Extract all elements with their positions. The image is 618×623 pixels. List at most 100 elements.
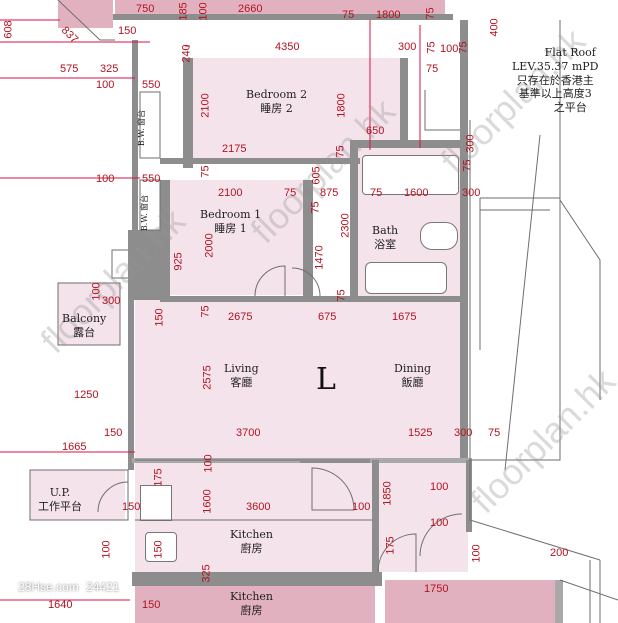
wall-left-upper <box>132 40 138 240</box>
dim-3600: 3600 <box>246 501 271 513</box>
dim-100i: 100 <box>100 540 113 559</box>
flat-roof-line4: 基準以上高度3 <box>518 87 592 101</box>
flat-roof-line3: 只存在於香港主 <box>516 73 594 87</box>
wall-kitchen-right <box>372 460 379 572</box>
dim-1250: 1250 <box>74 389 99 401</box>
dim-1750: 1750 <box>424 583 449 595</box>
kitchen-sink <box>145 532 177 562</box>
dim-150a: 150 <box>118 25 137 37</box>
dim-675: 675 <box>318 311 337 323</box>
dim-3700: 3700 <box>236 427 261 439</box>
up-label: U.P.工作平台 <box>38 486 82 513</box>
dim-200: 200 <box>550 547 569 559</box>
dim-75g: 75 <box>461 159 474 172</box>
dim-1525: 1525 <box>408 427 433 439</box>
dim-1675: 1675 <box>392 311 417 323</box>
bedroom1-area <box>170 180 305 295</box>
dim-2100b: 2100 <box>218 187 243 199</box>
site-brand-name: 28Hse.com <box>18 580 79 594</box>
dim-75a: 75 <box>342 9 355 21</box>
dim-75j: 75 <box>309 201 322 214</box>
lower-right-area <box>385 580 560 623</box>
dim-75h: 75 <box>284 187 297 199</box>
wall-bedroom2-left <box>183 58 193 168</box>
dim-100c: 100 <box>96 79 115 91</box>
dim-75c: 75 <box>425 41 438 54</box>
dim-100g: 100 <box>430 481 449 493</box>
toilet <box>420 222 458 250</box>
dim-100a: 100 <box>197 2 210 21</box>
dim-75i: 75 <box>370 187 383 199</box>
dim-2575: 2575 <box>201 365 214 390</box>
dim-1800: 1800 <box>376 9 401 21</box>
dim-2300: 2300 <box>339 213 352 238</box>
dim-100h: 100 <box>352 501 371 513</box>
dim-185: 185 <box>177 2 190 21</box>
dim-240: 240 <box>180 44 193 63</box>
wall-top <box>113 14 453 20</box>
dim-1470: 1470 <box>313 245 326 270</box>
dim-400: 400 <box>488 18 501 37</box>
dim-300e: 300 <box>454 427 473 439</box>
flat-roof-line2: LEV.35.37 mPD <box>512 59 599 73</box>
wall-far-right <box>555 580 563 623</box>
dim-150f: 150 <box>142 599 161 611</box>
wall-right <box>460 20 468 460</box>
dim-2675: 2675 <box>228 311 253 323</box>
dim-1850: 1850 <box>381 481 394 506</box>
dim-925: 925 <box>172 252 185 271</box>
dim-300d: 300 <box>102 295 121 307</box>
dim-1600b: 1600 <box>201 489 214 514</box>
dim-100j: 100 <box>430 517 449 529</box>
living-dining-area <box>135 298 462 458</box>
flat-roof-line5: 之平台 <box>553 101 587 114</box>
dim-75b: 75 <box>424 7 437 20</box>
dim-550b: 550 <box>142 173 161 185</box>
dim-575: 575 <box>60 63 79 75</box>
dim-175a: 175 <box>152 468 165 487</box>
dim-1665: 1665 <box>62 441 87 453</box>
wall-bedroom-divider <box>160 158 360 164</box>
wall-bedroom1-right <box>303 180 313 298</box>
top-strip-room <box>115 0 445 16</box>
dim-175b: 175 <box>384 536 397 555</box>
site-brand: 28Hse.com 24421 <box>18 580 119 594</box>
dim-100d: 100 <box>96 173 115 185</box>
dim-100k: 100 <box>470 544 483 563</box>
dim-300a: 300 <box>398 41 417 53</box>
dim-325b: 325 <box>200 564 213 583</box>
dim-100f: 100 <box>202 454 215 473</box>
entry-area <box>378 460 468 572</box>
wall-bath-left <box>350 148 358 300</box>
bay-window-label-2: B.W. 窗台 <box>140 194 150 232</box>
dim-605: 605 <box>310 166 323 185</box>
dim-1800b: 1800 <box>335 93 348 118</box>
dim-650: 650 <box>366 125 385 137</box>
dim-300b: 300 <box>464 134 477 153</box>
dim-608: 608 <box>2 20 15 39</box>
wall-right-lower <box>466 460 472 532</box>
wall-bedroom1-left <box>160 180 170 298</box>
dim-150d: 150 <box>122 501 141 513</box>
dim-150c: 150 <box>104 427 123 439</box>
dim-75k: 75 <box>335 289 348 302</box>
dim-75h-v: 75 <box>199 165 212 178</box>
dim-875: 875 <box>320 187 339 199</box>
dim-1600a: 1600 <box>404 187 429 199</box>
unit-letter: L <box>316 362 336 397</box>
dim-75-living: 75 <box>199 305 212 318</box>
dim-2100a: 2100 <box>199 93 212 118</box>
bathtub <box>362 155 459 195</box>
dim-325: 325 <box>100 63 119 75</box>
bay-window-label: B.W. 窗台 <box>137 109 147 147</box>
dim-2660: 2660 <box>238 3 263 15</box>
dim-300c: 300 <box>462 187 481 199</box>
